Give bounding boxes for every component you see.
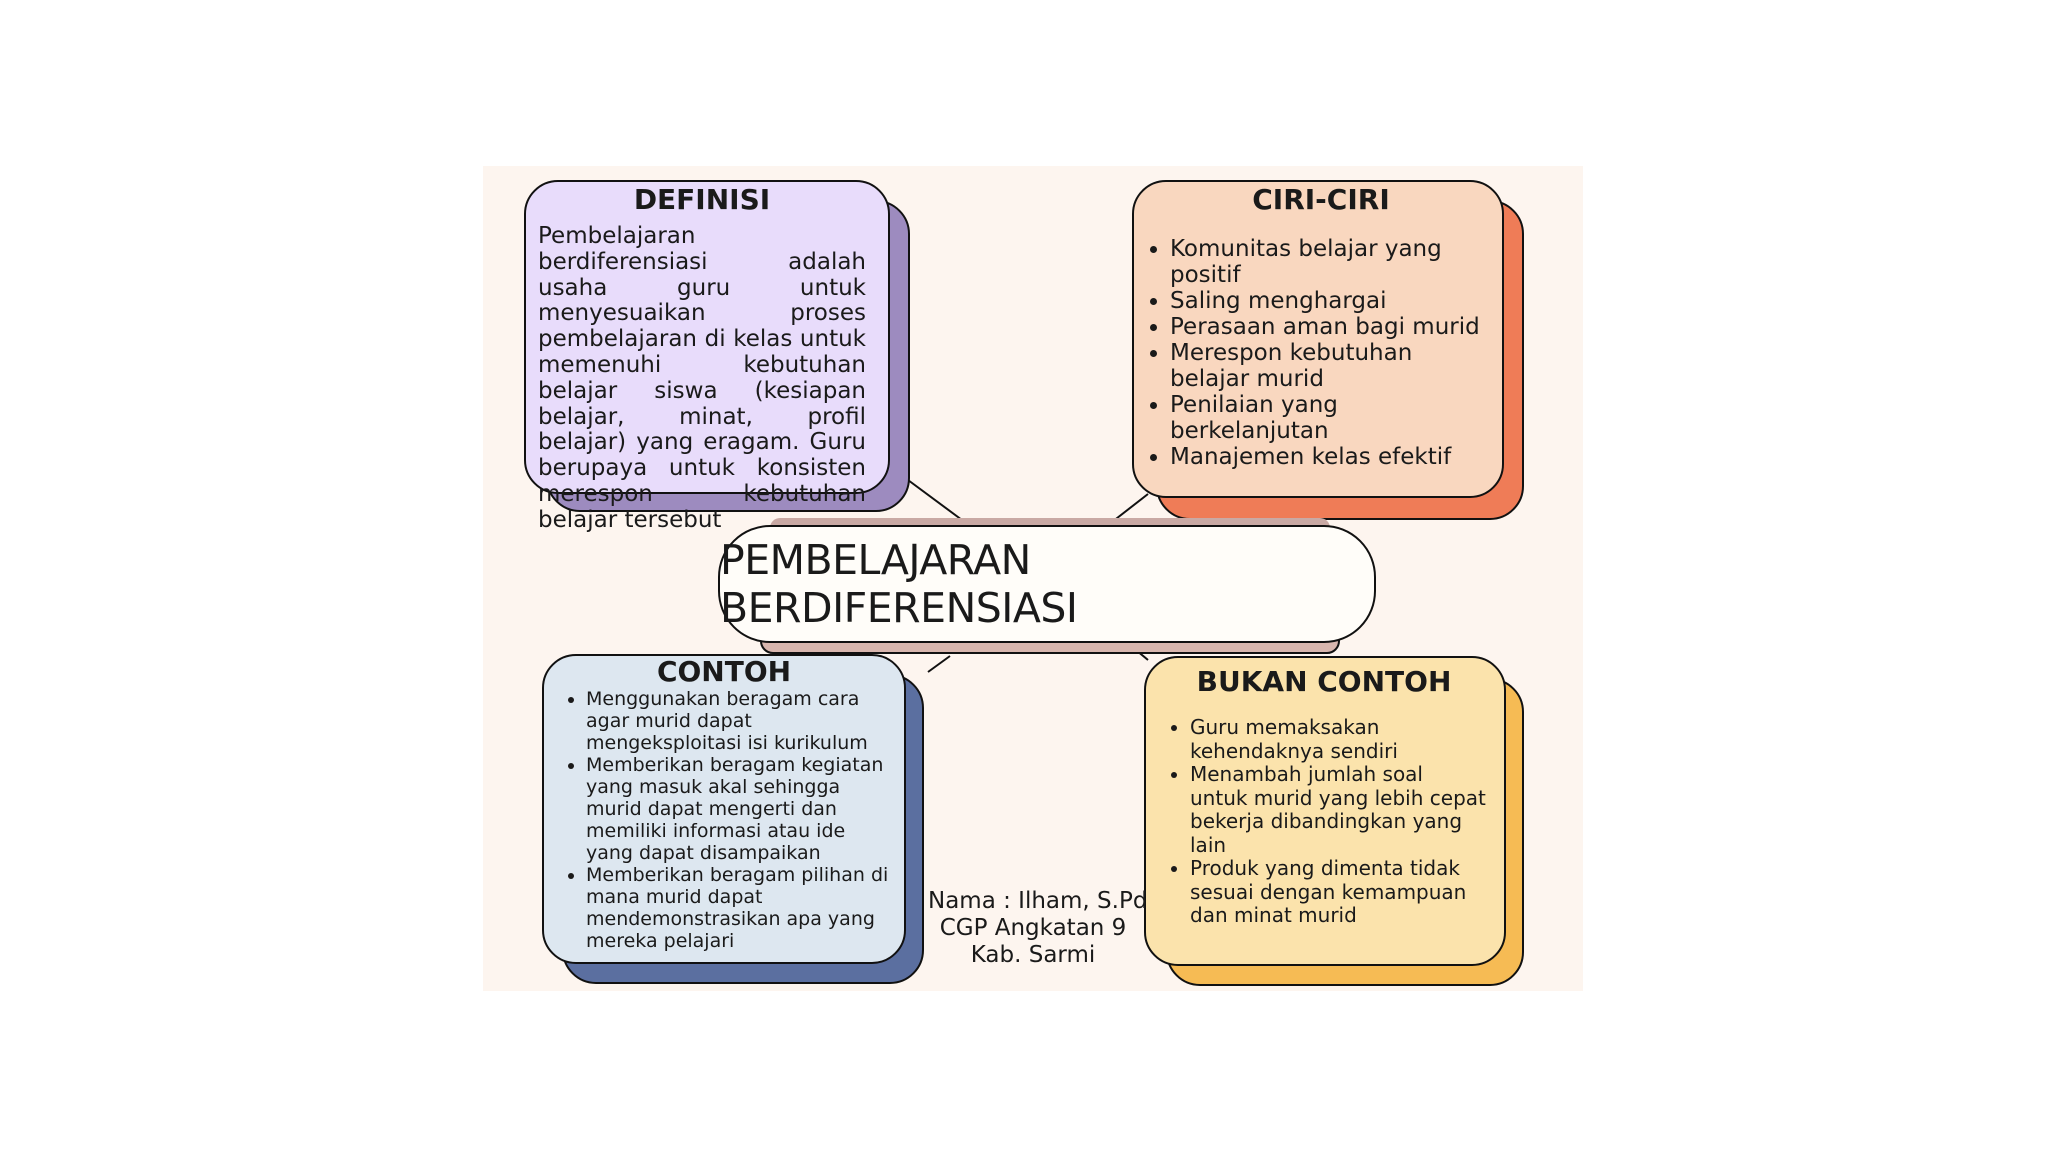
ciri-card: CIRI-CIRI Komunitas belajar yang positif… bbox=[1132, 180, 1504, 498]
list-item: Manajemen kelas efektif bbox=[1170, 444, 1494, 470]
list-item: Menggunakan beragam cara agar murid dapa… bbox=[586, 688, 892, 754]
list-item: Memberikan beragam kegiatan yang masuk a… bbox=[586, 754, 892, 864]
ciri-list: Komunitas belajar yang positif Saling me… bbox=[1148, 236, 1494, 470]
list-item: Komunitas belajar yang positif bbox=[1170, 236, 1494, 288]
author-info: Nama : Ilham, S.Pd CGP Angkatan 9 Kab. S… bbox=[928, 888, 1148, 969]
bukan-list: Guru memaksakan kehendaknya sendiri Mena… bbox=[1162, 715, 1486, 928]
ciri-title: CIRI-CIRI bbox=[1252, 183, 1390, 216]
list-item: Perasaan aman bagi murid bbox=[1170, 314, 1494, 340]
contoh-card: CONTOH Menggunakan beragam cara agar mur… bbox=[542, 654, 906, 964]
list-item: Merespon kebutuhan belajar murid bbox=[1170, 340, 1494, 392]
list-item: Menambah jumlah soal untuk murid yang le… bbox=[1190, 762, 1486, 857]
list-item: Produk yang dimenta tidak sesuai dengan … bbox=[1190, 856, 1486, 928]
connector-ciri bbox=[1111, 493, 1149, 523]
author-name: Nama : Ilham, S.Pd bbox=[928, 888, 1148, 914]
author-cohort: CGP Angkatan 9 bbox=[939, 915, 1127, 941]
contoh-title: CONTOH bbox=[656, 655, 792, 688]
list-item: Penilaian yang berkelanjutan bbox=[1170, 392, 1494, 444]
bukan-title: BUKAN CONTOH bbox=[1196, 665, 1452, 698]
list-item: Saling menghargai bbox=[1170, 288, 1494, 314]
definisi-title: DEFINISI bbox=[633, 183, 771, 216]
connector-definisi bbox=[907, 479, 963, 521]
list-item: Guru memaksakan kehendaknya sendiri bbox=[1190, 715, 1486, 763]
definisi-text: Pembelajaran berdiferensiasi adalah usah… bbox=[538, 223, 866, 533]
author-region: Kab. Sarmi bbox=[970, 942, 1096, 968]
contoh-list: Menggunakan beragam cara agar murid dapa… bbox=[556, 688, 892, 952]
connector-contoh bbox=[927, 655, 951, 673]
list-item: Memberikan beragam pilihan di mana murid… bbox=[586, 864, 892, 952]
definisi-card: DEFINISI Pembelajaran berdiferensiasi ad… bbox=[524, 180, 890, 533]
bukan-card: BUKAN CONTOH Guru memaksakan kehendaknya… bbox=[1144, 656, 1506, 966]
central-topic: PEMBELAJARAN BERDIFERENSIASI bbox=[718, 525, 1376, 643]
